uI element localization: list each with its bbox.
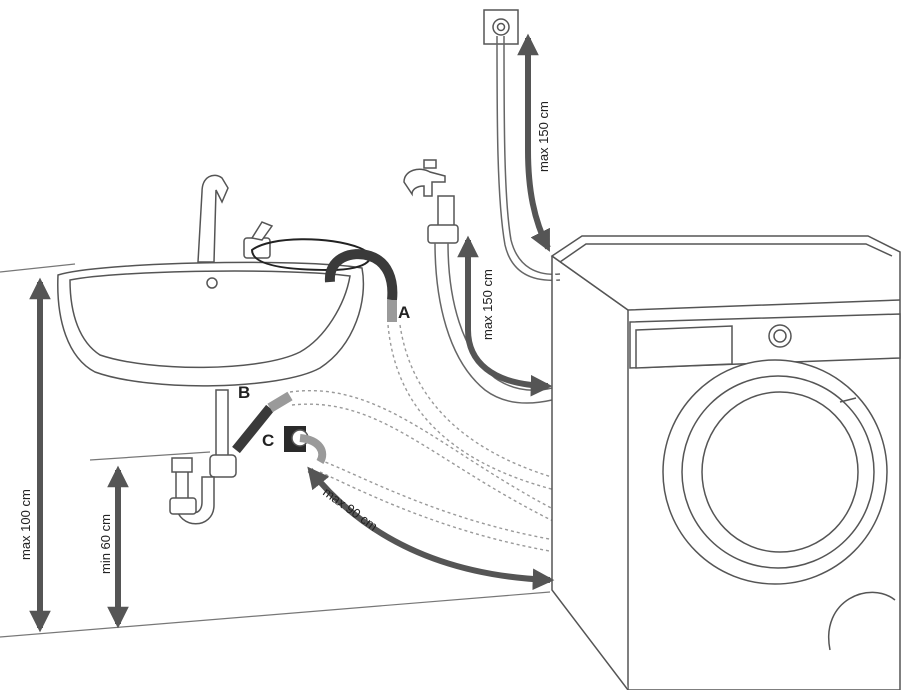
measure-drain: max 90 cm xyxy=(320,484,380,534)
measure-standpipe: min 60 cm xyxy=(98,514,113,574)
sink-trap xyxy=(169,389,237,525)
label-c: C xyxy=(262,431,274,450)
measure-tap: max 150 cm xyxy=(480,269,495,340)
label-b: B xyxy=(238,383,250,402)
faucet-icon xyxy=(197,174,274,263)
measure-socket: max 150 cm xyxy=(536,101,551,172)
label-a: A xyxy=(398,303,410,322)
measure-sink-height: max 100 cm xyxy=(18,489,33,560)
water-tap-icon xyxy=(403,159,459,244)
arrow-tap xyxy=(457,235,553,397)
drain-hose-a xyxy=(324,249,398,301)
measurement-arrows xyxy=(29,33,555,633)
standpipe-c xyxy=(284,426,327,465)
washbasin xyxy=(57,261,365,387)
drain-hose-b xyxy=(232,404,274,454)
wall-socket xyxy=(483,9,519,45)
arrow-drain xyxy=(307,466,555,591)
room-lines xyxy=(0,263,551,638)
washing-machine xyxy=(550,235,901,690)
